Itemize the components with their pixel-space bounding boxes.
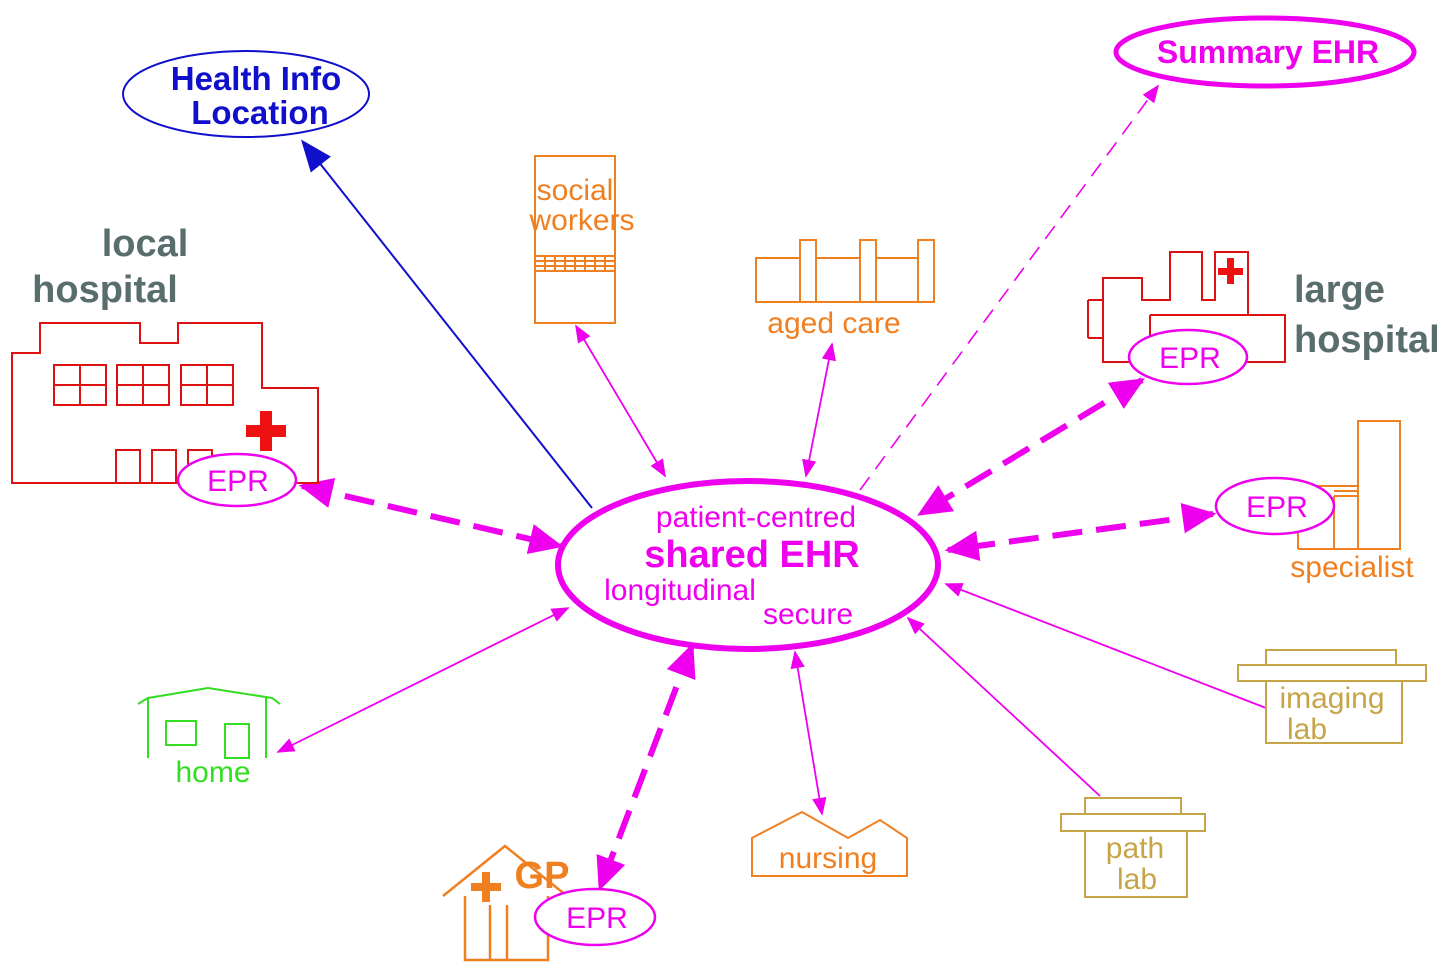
- lab-building-icon: [1237, 649, 1427, 744]
- central-ellipse: [555, 478, 941, 652]
- central-shared-ehr[interactable]: patient-centred shared EHR longitudinal …: [555, 478, 941, 652]
- house-icon: [137, 686, 281, 759]
- home-node[interactable]: home: [137, 686, 281, 789]
- gp-epr-ellipse: [533, 887, 657, 947]
- specialist-epr-label: EPR: [1246, 491, 1308, 524]
- imaging-lab-line1: imaging: [1279, 682, 1384, 715]
- aged-care-building-icon: [755, 239, 935, 303]
- social-workers-line1: social: [537, 174, 614, 207]
- large-hospital-epr-ellipse: [1127, 328, 1249, 386]
- social-workers-node[interactable]: social workers: [528, 155, 635, 324]
- health-info-location-node[interactable]: Health Info Location: [122, 50, 370, 138]
- connector-aged-care: [802, 342, 836, 478]
- local-hospital-label-line2: hospital: [32, 269, 178, 311]
- connector-large-hospital-epr: [917, 377, 1145, 517]
- central-line-patient-centred: patient-centred: [656, 501, 856, 534]
- local-hospital-label-line1: local: [102, 223, 189, 265]
- connector-home: [276, 607, 570, 753]
- connector-social-workers: [575, 324, 666, 478]
- path-lab-line1: path: [1106, 832, 1164, 865]
- connector-path-lab: [906, 616, 1101, 797]
- large-hospital-node[interactable]: EPR large hospital: [1087, 251, 1440, 386]
- social-workers-line2: workers: [528, 204, 634, 237]
- central-title: shared EHR: [644, 534, 859, 576]
- gp-node[interactable]: GP EPR: [442, 844, 657, 962]
- large-hospital-label-line2: hospital: [1294, 319, 1440, 361]
- path-lab-line2: lab: [1117, 863, 1157, 896]
- large-hospital-epr-label: EPR: [1159, 342, 1221, 375]
- connector-gp-epr: [596, 642, 696, 892]
- aged-care-node[interactable]: aged care: [755, 239, 935, 340]
- imaging-lab-line2: lab: [1287, 713, 1327, 746]
- summary-ehr-label: Summary EHR: [1157, 34, 1379, 70]
- health-info-ellipse: [122, 50, 370, 138]
- red-cross-icon: [471, 872, 501, 902]
- connector-specialist-epr: [944, 502, 1217, 562]
- summary-ehr-ellipse: [1113, 15, 1417, 89]
- connector-local-hospital-epr: [298, 478, 564, 554]
- aged-care-label: aged care: [767, 307, 900, 340]
- summary-ehr-node[interactable]: Summary EHR: [1113, 15, 1417, 89]
- aged-care-building-icon: [751, 810, 908, 877]
- connector-nursing: [790, 650, 827, 816]
- specialist-epr-ellipse: [1214, 476, 1336, 536]
- local-hospital-epr-ellipse: [176, 452, 298, 508]
- local-hospital-epr-label: EPR: [207, 465, 269, 498]
- health-info-line2: Location: [191, 94, 329, 131]
- red-cross-icon: [1218, 258, 1243, 284]
- office-tower-icon: [534, 155, 616, 324]
- hospital-building-icon: [11, 322, 319, 484]
- red-cross-icon: [246, 411, 286, 451]
- connectors: [276, 84, 1267, 892]
- connector-imaging-lab: [944, 583, 1267, 709]
- gp-epr-label: EPR: [566, 902, 628, 935]
- gp-label: GP: [515, 855, 570, 897]
- specialist-label: specialist: [1290, 551, 1414, 584]
- lab-building-icon: [1060, 797, 1206, 898]
- central-line-longitudinal: longitudinal: [604, 574, 756, 607]
- path-lab-node[interactable]: path lab: [1060, 797, 1206, 898]
- connector-health-info: [301, 139, 593, 509]
- imaging-lab-node[interactable]: imaging lab: [1237, 649, 1427, 746]
- connector-summary-ehr: [859, 84, 1160, 491]
- local-hospital-node[interactable]: local hospital EPR: [11, 223, 319, 508]
- nursing-label: nursing: [779, 842, 877, 875]
- large-hospital-label-line1: large: [1294, 269, 1385, 311]
- health-info-line1: Health Info: [171, 60, 342, 97]
- central-line-secure: secure: [763, 598, 853, 631]
- home-label: home: [175, 756, 250, 789]
- specialist-node[interactable]: EPR specialist: [1214, 420, 1414, 584]
- nursing-node[interactable]: nursing: [751, 810, 908, 877]
